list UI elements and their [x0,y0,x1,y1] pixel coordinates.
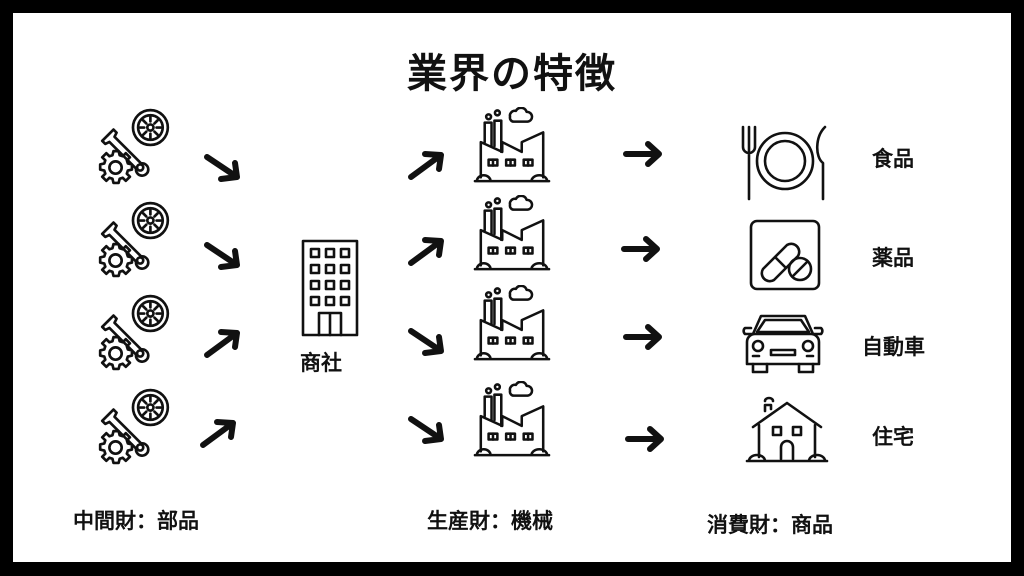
arrow-right-icon [623,141,662,167]
product-label-house: 住宅 [872,425,914,449]
arrow-up-right-icon [408,151,444,180]
capital-goods-label: 生産財：機械 [427,509,553,533]
parts-icon [93,105,175,187]
product-label-medicine: 薬品 [872,246,914,270]
factory-icon [473,285,551,365]
factory-icon [473,195,551,275]
consumer-goods-label: 消費財：商品 [707,513,833,537]
page-title: 業界の特徴 [407,51,617,97]
arrow-up-right-icon [408,237,444,266]
arrow-right-icon [625,426,664,452]
arrow-right-icon [623,324,662,350]
product-label-food: 食品 [872,147,914,171]
factory-icon [473,107,551,187]
arrow-up-right-icon [200,419,236,448]
arrow-up-right-icon [204,329,240,358]
factory-icon [473,381,551,461]
arrow-down-right-icon [408,328,444,356]
trading-company-label: 商社 [300,351,342,375]
house-icon [745,396,829,463]
arrow-down-right-icon [204,242,240,270]
arrow-down-right-icon [204,154,240,182]
intermediate-goods-label: 中間財：部品 [73,509,199,533]
slide: 業界の特徴 商社 [13,13,1011,562]
product-label-car: 自動車 [862,335,925,359]
parts-icon [93,291,175,373]
arrow-down-right-icon [408,416,444,444]
office-building-icon [301,239,359,337]
food-icon [741,125,827,201]
car-icon [742,314,824,374]
parts-icon [93,198,175,280]
arrow-right-icon [621,236,660,262]
parts-icon [93,385,175,467]
medicine-icon [749,219,821,291]
